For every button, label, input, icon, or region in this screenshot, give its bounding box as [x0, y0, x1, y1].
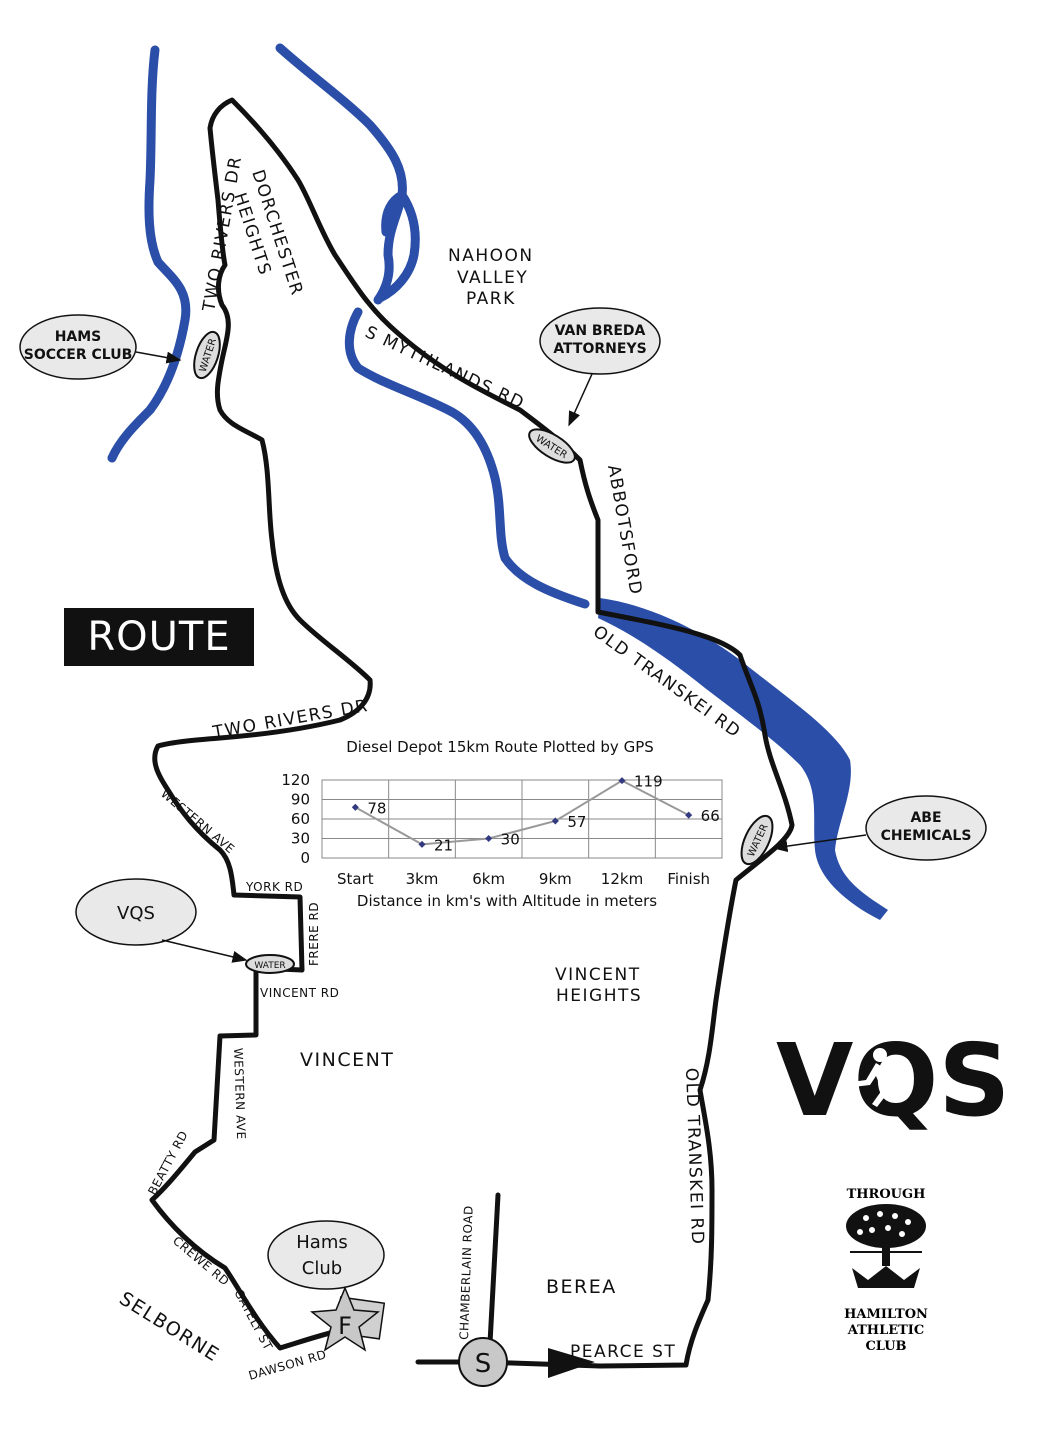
- chart-point: [551, 817, 559, 825]
- water-label-4: WATER: [254, 961, 285, 971]
- street-western-ave: WESTERN AVE: [231, 1048, 248, 1140]
- chart-ytick-label: 30: [291, 830, 310, 848]
- nahoon-label-2: VALLEY: [457, 268, 528, 288]
- club-bottom-2: ATHLETIC: [847, 1323, 924, 1338]
- chart-ytick-label: 120: [281, 771, 310, 789]
- street-vincent-rd: VINCENT RD: [260, 986, 339, 1000]
- route-title-banner: ROUTE: [64, 608, 254, 666]
- hams-soccer-line-1: HAMS: [55, 329, 102, 345]
- chart-data-label: 30: [501, 831, 520, 849]
- chart-point: [351, 803, 359, 811]
- water-station-1: WATER: [193, 330, 221, 380]
- hamilton-club-logo: THROUGH HAMILTON ATHLETIC CLUB: [844, 1187, 928, 1354]
- water-station-2: WATER: [528, 428, 576, 464]
- street-smythlands: S MYTHLANDS RD: [362, 322, 528, 414]
- chart-grid: [321, 779, 723, 859]
- chart-ytick-label: 90: [291, 791, 310, 809]
- vincent-heights-label-1: VINCENT: [555, 965, 641, 985]
- finish-label: F: [338, 1312, 352, 1340]
- chart-data-label: 21: [434, 836, 453, 854]
- nahoon-label-1: NAHOON: [448, 246, 534, 266]
- chart-xtick-label: 6km: [472, 870, 505, 888]
- abe-line-1: ABE: [910, 810, 941, 826]
- callout-hams-soccer: HAMS SOCCER CLUB: [19, 314, 182, 380]
- water-station-4: WATER: [245, 954, 295, 974]
- street-frere: FRERE RD: [307, 902, 321, 966]
- start-marker: S: [458, 1337, 508, 1387]
- chart-point: [685, 811, 693, 819]
- route-line: [149, 97, 795, 1369]
- chart-xtick-label: 3km: [406, 870, 439, 888]
- water-station-3: WATER: [740, 814, 774, 866]
- tree-crown-icon: [846, 1204, 926, 1288]
- chart-xtick-label: 9km: [539, 870, 572, 888]
- runner-icon: [852, 1048, 902, 1107]
- start-arrow: [548, 1348, 595, 1378]
- vqs-logo-text: VQS: [776, 1022, 1010, 1139]
- chart-xtick-label: Start: [337, 870, 374, 888]
- hams-club-line-1: Hams: [296, 1232, 347, 1253]
- street-abbotsford: ABBOTSFORD: [603, 463, 646, 597]
- river-smythlands: [344, 307, 590, 609]
- chart-data-label: 119: [634, 773, 663, 791]
- callout-hams-club: Hams Club: [267, 1220, 385, 1290]
- vincent-heights-label-2: HEIGHTS: [556, 986, 642, 1006]
- street-pearce: PEARCE ST: [570, 1342, 676, 1362]
- finish-marker: F: [310, 1286, 386, 1352]
- chart-point: [418, 840, 426, 848]
- chart-ytick-label: 60: [291, 810, 310, 828]
- chart-data-label: 78: [367, 799, 386, 817]
- van-breda-line-1: VAN BREDA: [555, 323, 646, 339]
- river-north: [275, 43, 420, 305]
- street-dawson: DAWSON RD: [247, 1347, 328, 1383]
- street-gately: GATELY ST: [231, 1287, 275, 1353]
- chart-xtick-label: Finish: [667, 870, 710, 888]
- van-breda-line-2: ATTORNEYS: [553, 341, 646, 357]
- chart-series-line: [354, 779, 690, 846]
- abe-line-2: CHEMICALS: [881, 828, 972, 844]
- chart-xlabel: Distance in km's with Altitude in meters: [357, 892, 657, 910]
- vqs-callout-text: VQS: [117, 903, 155, 924]
- selborne-label: SELBORNE: [115, 1288, 223, 1367]
- chart-title: Diesel Depot 15km Route Plotted by GPS: [346, 738, 654, 756]
- callouts: HAMS SOCCER CLUB VAN BREDA ATTORNEYS ABE…: [19, 307, 987, 1290]
- street-old-transkei-bottom: OLD TRANSKEI RD: [681, 1067, 707, 1245]
- chart-point: [485, 834, 493, 843]
- chart-xtick-label: 12km: [601, 870, 643, 888]
- club-bottom-3: CLUB: [865, 1339, 906, 1354]
- river-west: [107, 45, 191, 463]
- river-nahoon-wide: [598, 598, 888, 920]
- street-two-rivers-top: TWO RIVERS DR: [199, 154, 246, 314]
- street-chamberlain: CHAMBERLAIN ROAD: [457, 1205, 476, 1340]
- start-label: S: [475, 1349, 492, 1379]
- chart-point: [618, 777, 626, 785]
- rivers: [107, 43, 888, 920]
- chart-ytick-label: 0: [300, 849, 310, 867]
- chart-data-label: 66: [701, 807, 720, 825]
- water-stations: WATER WATER WATER WATER: [193, 330, 774, 974]
- vqs-brand-logo: VQS: [776, 1022, 1010, 1139]
- vincent-label: VINCENT: [300, 1049, 394, 1071]
- street-western-ave-top: WESTERN AVE: [158, 787, 237, 857]
- street-two-rivers-mid: TWO RIVERS DR: [210, 696, 370, 743]
- callout-vqs: VQS: [75, 878, 248, 963]
- street-york: YORK RD: [245, 880, 303, 894]
- hams-soccer-line-2: SOCCER CLUB: [24, 347, 133, 363]
- nahoon-label-3: PARK: [466, 289, 516, 309]
- berea-label: BEREA: [546, 1276, 617, 1298]
- callout-abe: ABE CHEMICALS: [772, 795, 987, 861]
- club-top-text: THROUGH: [847, 1187, 926, 1202]
- chart-series: 78 21 30 57 119 66: [351, 773, 720, 854]
- callout-van-breda: VAN BREDA ATTORNEYS: [539, 307, 661, 427]
- chart-xticks: Start 3km 6km 9km 12km Finish: [337, 870, 710, 888]
- route-title-text: ROUTE: [87, 614, 231, 660]
- club-bottom-1: HAMILTON: [844, 1307, 928, 1322]
- chart-data-label: 57: [567, 813, 586, 831]
- hams-club-line-2: Club: [302, 1258, 342, 1279]
- street-crewe: CREWE RD: [170, 1234, 232, 1289]
- elevation-chart: Diesel Depot 15km Route Plotted by GPS D…: [281, 738, 723, 910]
